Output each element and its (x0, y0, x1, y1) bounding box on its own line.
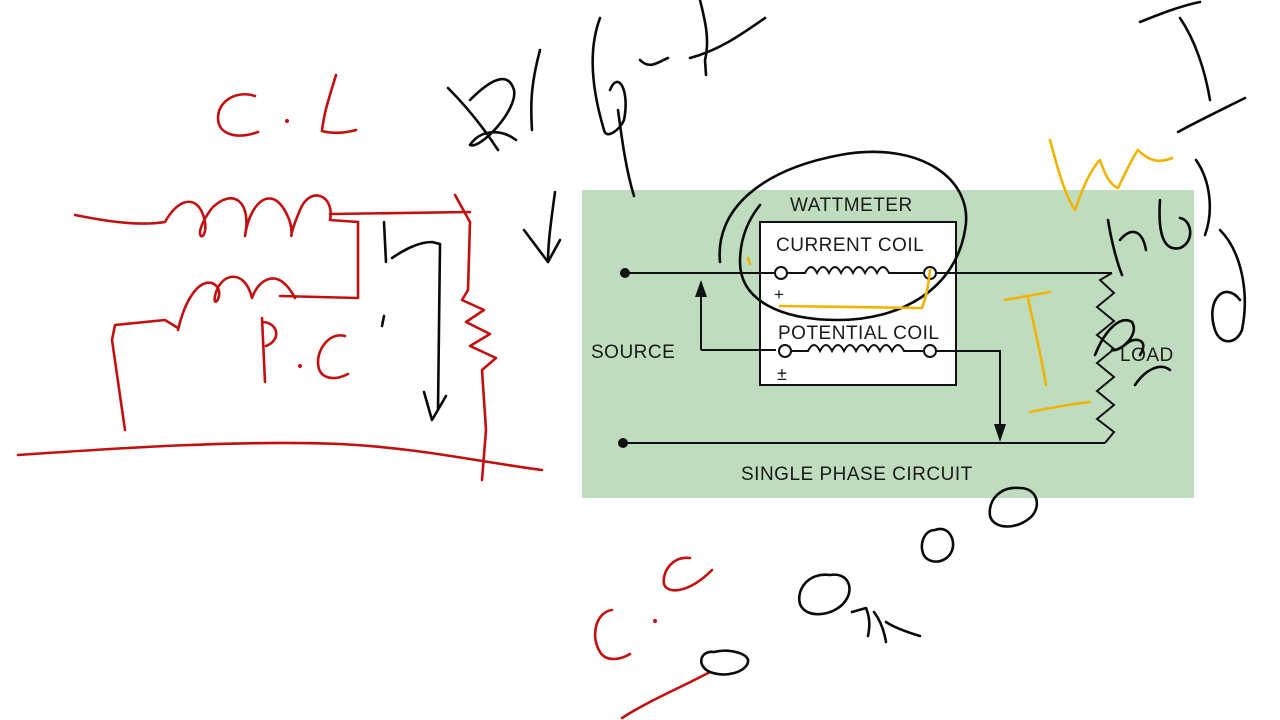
potential-coil-terminal-left (778, 344, 792, 358)
black-ohm-zero-1 (920, 527, 955, 563)
load-resistor (1095, 272, 1116, 444)
red-potential-coil (176, 275, 297, 332)
current-coil-plus: + (774, 285, 784, 304)
red-l-letter (320, 73, 358, 135)
red-c-letter-2 (316, 334, 350, 380)
red-p-letter (260, 316, 278, 384)
current-coil (787, 266, 923, 276)
red-bottom-tail (620, 670, 712, 720)
potential-return-arrowhead (994, 424, 1006, 442)
circuit-caption: SINGLE PHASE CIRCUIT (741, 464, 973, 485)
red-dot (285, 119, 289, 123)
black-load-scribble (1093, 319, 1172, 387)
red-bottom-rail (16, 441, 544, 472)
black-arrow-left-circuit (382, 220, 448, 422)
feedback-arrowhead (695, 280, 707, 297)
red-load-resistor (460, 288, 498, 482)
red-pc-left-wire (110, 318, 180, 432)
potential-coil-plus-minus: ± (777, 364, 787, 384)
yellow-tick (746, 256, 752, 266)
yellow-annotations (746, 138, 1174, 414)
black-down-arrow (522, 190, 562, 264)
potential-coil-terminal-right (923, 344, 937, 358)
red-dot-3 (653, 619, 657, 623)
yellow-low-word (1048, 138, 1174, 212)
black-tick (380, 314, 386, 328)
black-ohm-o (797, 573, 851, 616)
black-ohm-zero-2 (988, 486, 1039, 528)
black-zero-bottom (700, 649, 750, 676)
yellow-bottom-stroke (1028, 400, 1092, 414)
current-coil-terminal-left (774, 266, 788, 280)
black-low-voltage-word (1106, 158, 1246, 343)
red-top-rail-drop (453, 193, 472, 292)
red-current-coil (73, 194, 360, 238)
potential-return-wire (936, 350, 1001, 432)
red-dot-2 (298, 364, 302, 368)
wattmeter-label: WATTMETER (790, 195, 913, 216)
black-annotations (380, 0, 1247, 676)
black-i-letter (616, 108, 636, 198)
source-label: SOURCE (591, 342, 675, 363)
potential-coil (791, 344, 924, 354)
red-top-rail (328, 210, 472, 216)
load-label: LOAD (1120, 345, 1174, 366)
red-bottom-c-left (593, 608, 632, 661)
black-high-word (446, 0, 767, 152)
potential-coil-label: POTENTIAL COIL (778, 323, 940, 344)
black-ohm-hm (850, 606, 922, 644)
yellow-i-letter (1003, 290, 1052, 387)
wattmeter-diagram: WATTMETER CURRENT COIL POTENTIAL COIL SO… (582, 190, 1194, 498)
current-coil-label: CURRENT COIL (776, 235, 924, 256)
red-annotations (16, 73, 714, 720)
red-bottom-c-right (662, 556, 714, 592)
yellow-current-path (778, 268, 932, 310)
red-c-letter (216, 93, 260, 137)
black-top-right-scribble (1138, 0, 1247, 134)
red-coil-link (278, 220, 360, 300)
black-wattmeter-circle (718, 150, 968, 322)
